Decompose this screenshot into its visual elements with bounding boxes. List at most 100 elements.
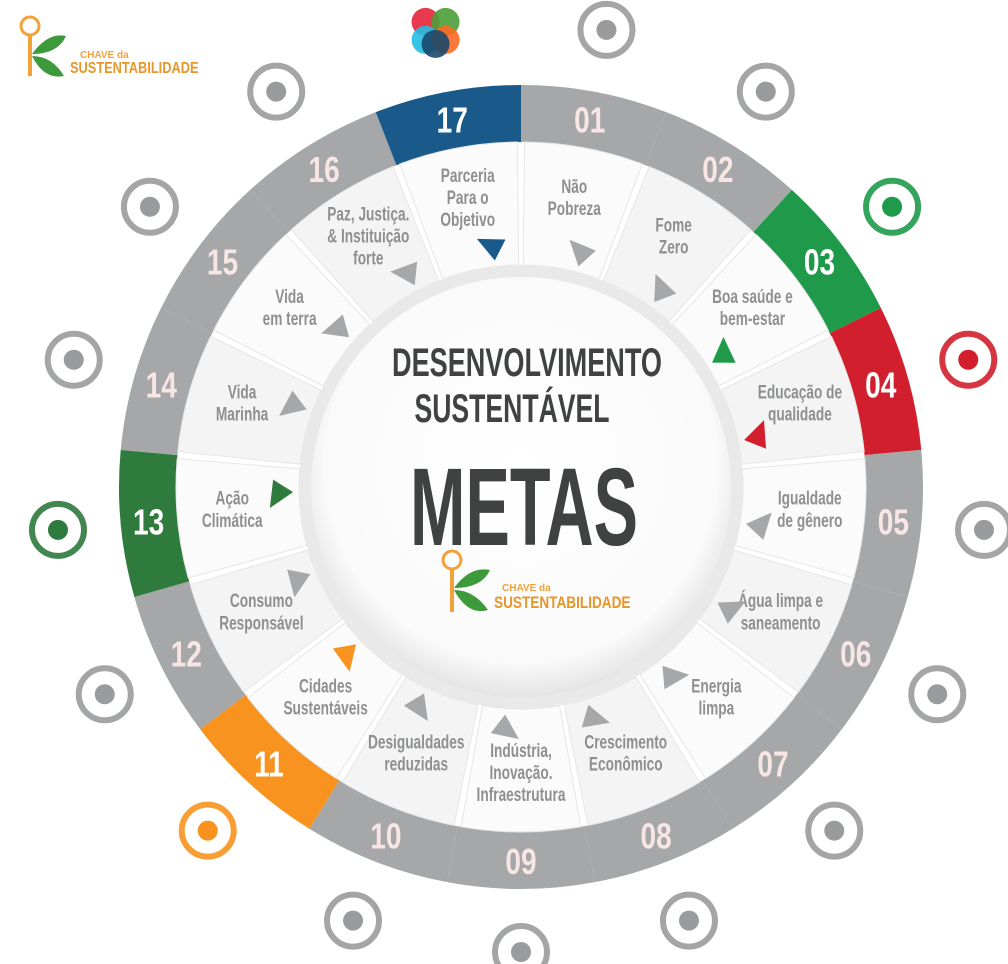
ring-segment-11[interactable]	[200, 694, 340, 829]
goal-number-12: 12	[171, 634, 202, 674]
pointer-triangle-12	[287, 569, 311, 598]
cubes-icon	[492, 923, 550, 964]
goal-number-07: 07	[757, 744, 788, 784]
pointer-triangle-15	[321, 314, 350, 338]
pointer-triangle-14	[279, 390, 307, 416]
pointer-triangle-03	[712, 336, 736, 363]
goal-label-09-line: Indústria,	[490, 740, 552, 762]
ring-segment-06[interactable]	[796, 581, 908, 730]
goal-number-10: 10	[370, 816, 401, 856]
key-leaf-logo-icon	[441, 549, 490, 612]
goal-label-12-line: Responsável	[219, 612, 303, 634]
goal-number-14: 14	[146, 365, 177, 405]
center-circle	[311, 277, 731, 697]
goal-number-06: 06	[840, 634, 871, 674]
ring-segment-09[interactable]	[447, 826, 595, 889]
logo-line2: SUSTENTABILIDADE	[70, 60, 199, 77]
center-logo-line1: CHAVE da	[502, 582, 551, 594]
goal-label-17-line: Objetivo	[440, 209, 495, 231]
pointer-triangle-16	[390, 261, 418, 286]
pointer-triangle-04	[744, 420, 767, 449]
goal-label-10-line: Desigualdades	[368, 731, 465, 753]
goal-label-04-line: qualidade	[768, 403, 832, 425]
goal-number-11: 11	[254, 744, 284, 784]
goal-label-17-line: Para o	[447, 187, 489, 209]
goal-label-14-line: Marinha	[216, 403, 269, 425]
goal-number-02: 02	[702, 150, 733, 190]
goal-label-16-line: & Instituição	[327, 225, 409, 247]
ring-segment-10[interactable]	[309, 780, 458, 883]
ring-segment-14[interactable]	[120, 307, 213, 456]
goal-label-02-line: Zero	[659, 236, 689, 258]
ring-segment-16[interactable]	[250, 112, 397, 233]
ring-segment-01[interactable]	[521, 85, 667, 166]
goal-label-16-line: Paz, Justiça.	[327, 203, 409, 225]
ring-segment-05[interactable]	[852, 449, 923, 598]
goal-label-04-line: Educação de	[758, 381, 842, 403]
goal-number-04: 04	[865, 365, 896, 405]
goal-label-10-line: reduzidas	[384, 753, 448, 775]
pointer-triangle-13	[269, 479, 294, 509]
goal-label-07-line: limpa	[699, 697, 735, 719]
pointer-triangle-08	[581, 704, 610, 728]
goal-label-07-line: Energia	[691, 675, 742, 697]
buildings-icon	[178, 801, 237, 860]
pointer-triangle-09	[490, 714, 519, 739]
goal-icons	[28, 0, 1008, 964]
goal-label-13-line: Ação	[216, 488, 249, 510]
ring-segment-02[interactable]	[645, 112, 792, 233]
goal-label-16-line: forte	[353, 247, 383, 269]
goal-number-15: 15	[207, 242, 238, 282]
goal-number-03: 03	[804, 242, 835, 282]
goal-label-02-line: Fome	[655, 214, 691, 236]
center-title-line2: SUSTENTÁVEL	[415, 386, 610, 431]
pointer-triangle-17	[476, 238, 506, 261]
pointer-triangle-06	[717, 601, 746, 624]
ring-segment-12[interactable]	[134, 581, 246, 730]
goal-label-09-line: Inovação.	[489, 762, 552, 784]
brand-logo-center: CHAVE da SUSTENTABILIDADE	[440, 548, 665, 620]
ring-segment-03[interactable]	[753, 189, 881, 334]
bowl-icon	[736, 62, 795, 121]
pointer-triangle-01	[569, 239, 596, 267]
heartbeat-icon	[863, 177, 922, 236]
goal-number-13: 13	[133, 502, 164, 542]
goal-label-12-line: Consumo	[230, 590, 293, 612]
arrows-diamond-icon	[324, 891, 383, 950]
goal-label-06-line: saneamento	[741, 612, 821, 634]
goal-label-03-line: bem-estar	[720, 308, 786, 330]
center-title-metas: METAS	[410, 446, 638, 569]
goal-number-08: 08	[640, 816, 671, 856]
tree-icon	[120, 177, 179, 236]
pointer-triangle-10	[403, 693, 428, 722]
goal-label-01-line: Pobreza	[548, 198, 602, 220]
goal-label-09-line: Infraestrutura	[477, 784, 567, 806]
water-glass-icon	[908, 665, 967, 724]
goal-label-15-line: Vida	[275, 286, 304, 308]
ring-segment-04[interactable]	[829, 307, 922, 456]
goal-label-13-line: Climática	[202, 510, 263, 532]
dove-icon	[247, 62, 306, 121]
goal-label-15-line: em terra	[263, 308, 318, 330]
goal-label-06-line: Água limpa e	[738, 590, 823, 612]
goal-label-08-line: Econômico	[589, 753, 663, 775]
gender-equality-icon	[955, 500, 1008, 559]
key-leaf-logo-icon	[19, 15, 66, 77]
ring-segment-08[interactable]	[584, 780, 733, 883]
pointer-triangle-02	[654, 273, 677, 302]
ring-segment-13[interactable]	[118, 449, 190, 598]
pointer-triangle-07	[662, 665, 690, 690]
goal-label-05-line: de gênero	[777, 510, 842, 532]
ring-segment-07[interactable]	[702, 694, 842, 829]
goal-number-01: 01	[574, 100, 605, 140]
center-logo-line2: SUSTENTABILIDADE	[494, 592, 631, 612]
book-icon	[939, 330, 998, 389]
goal-label-17-line: Parceria	[441, 165, 496, 187]
logo-line1: CHAVE da	[80, 50, 129, 61]
goal-label-03-line: Boa saúde e	[712, 286, 793, 308]
ring-segment-17[interactable]	[375, 85, 521, 166]
fish-icon	[44, 330, 103, 389]
ring-segment-15[interactable]	[161, 189, 289, 334]
ring-segments	[118, 85, 923, 889]
